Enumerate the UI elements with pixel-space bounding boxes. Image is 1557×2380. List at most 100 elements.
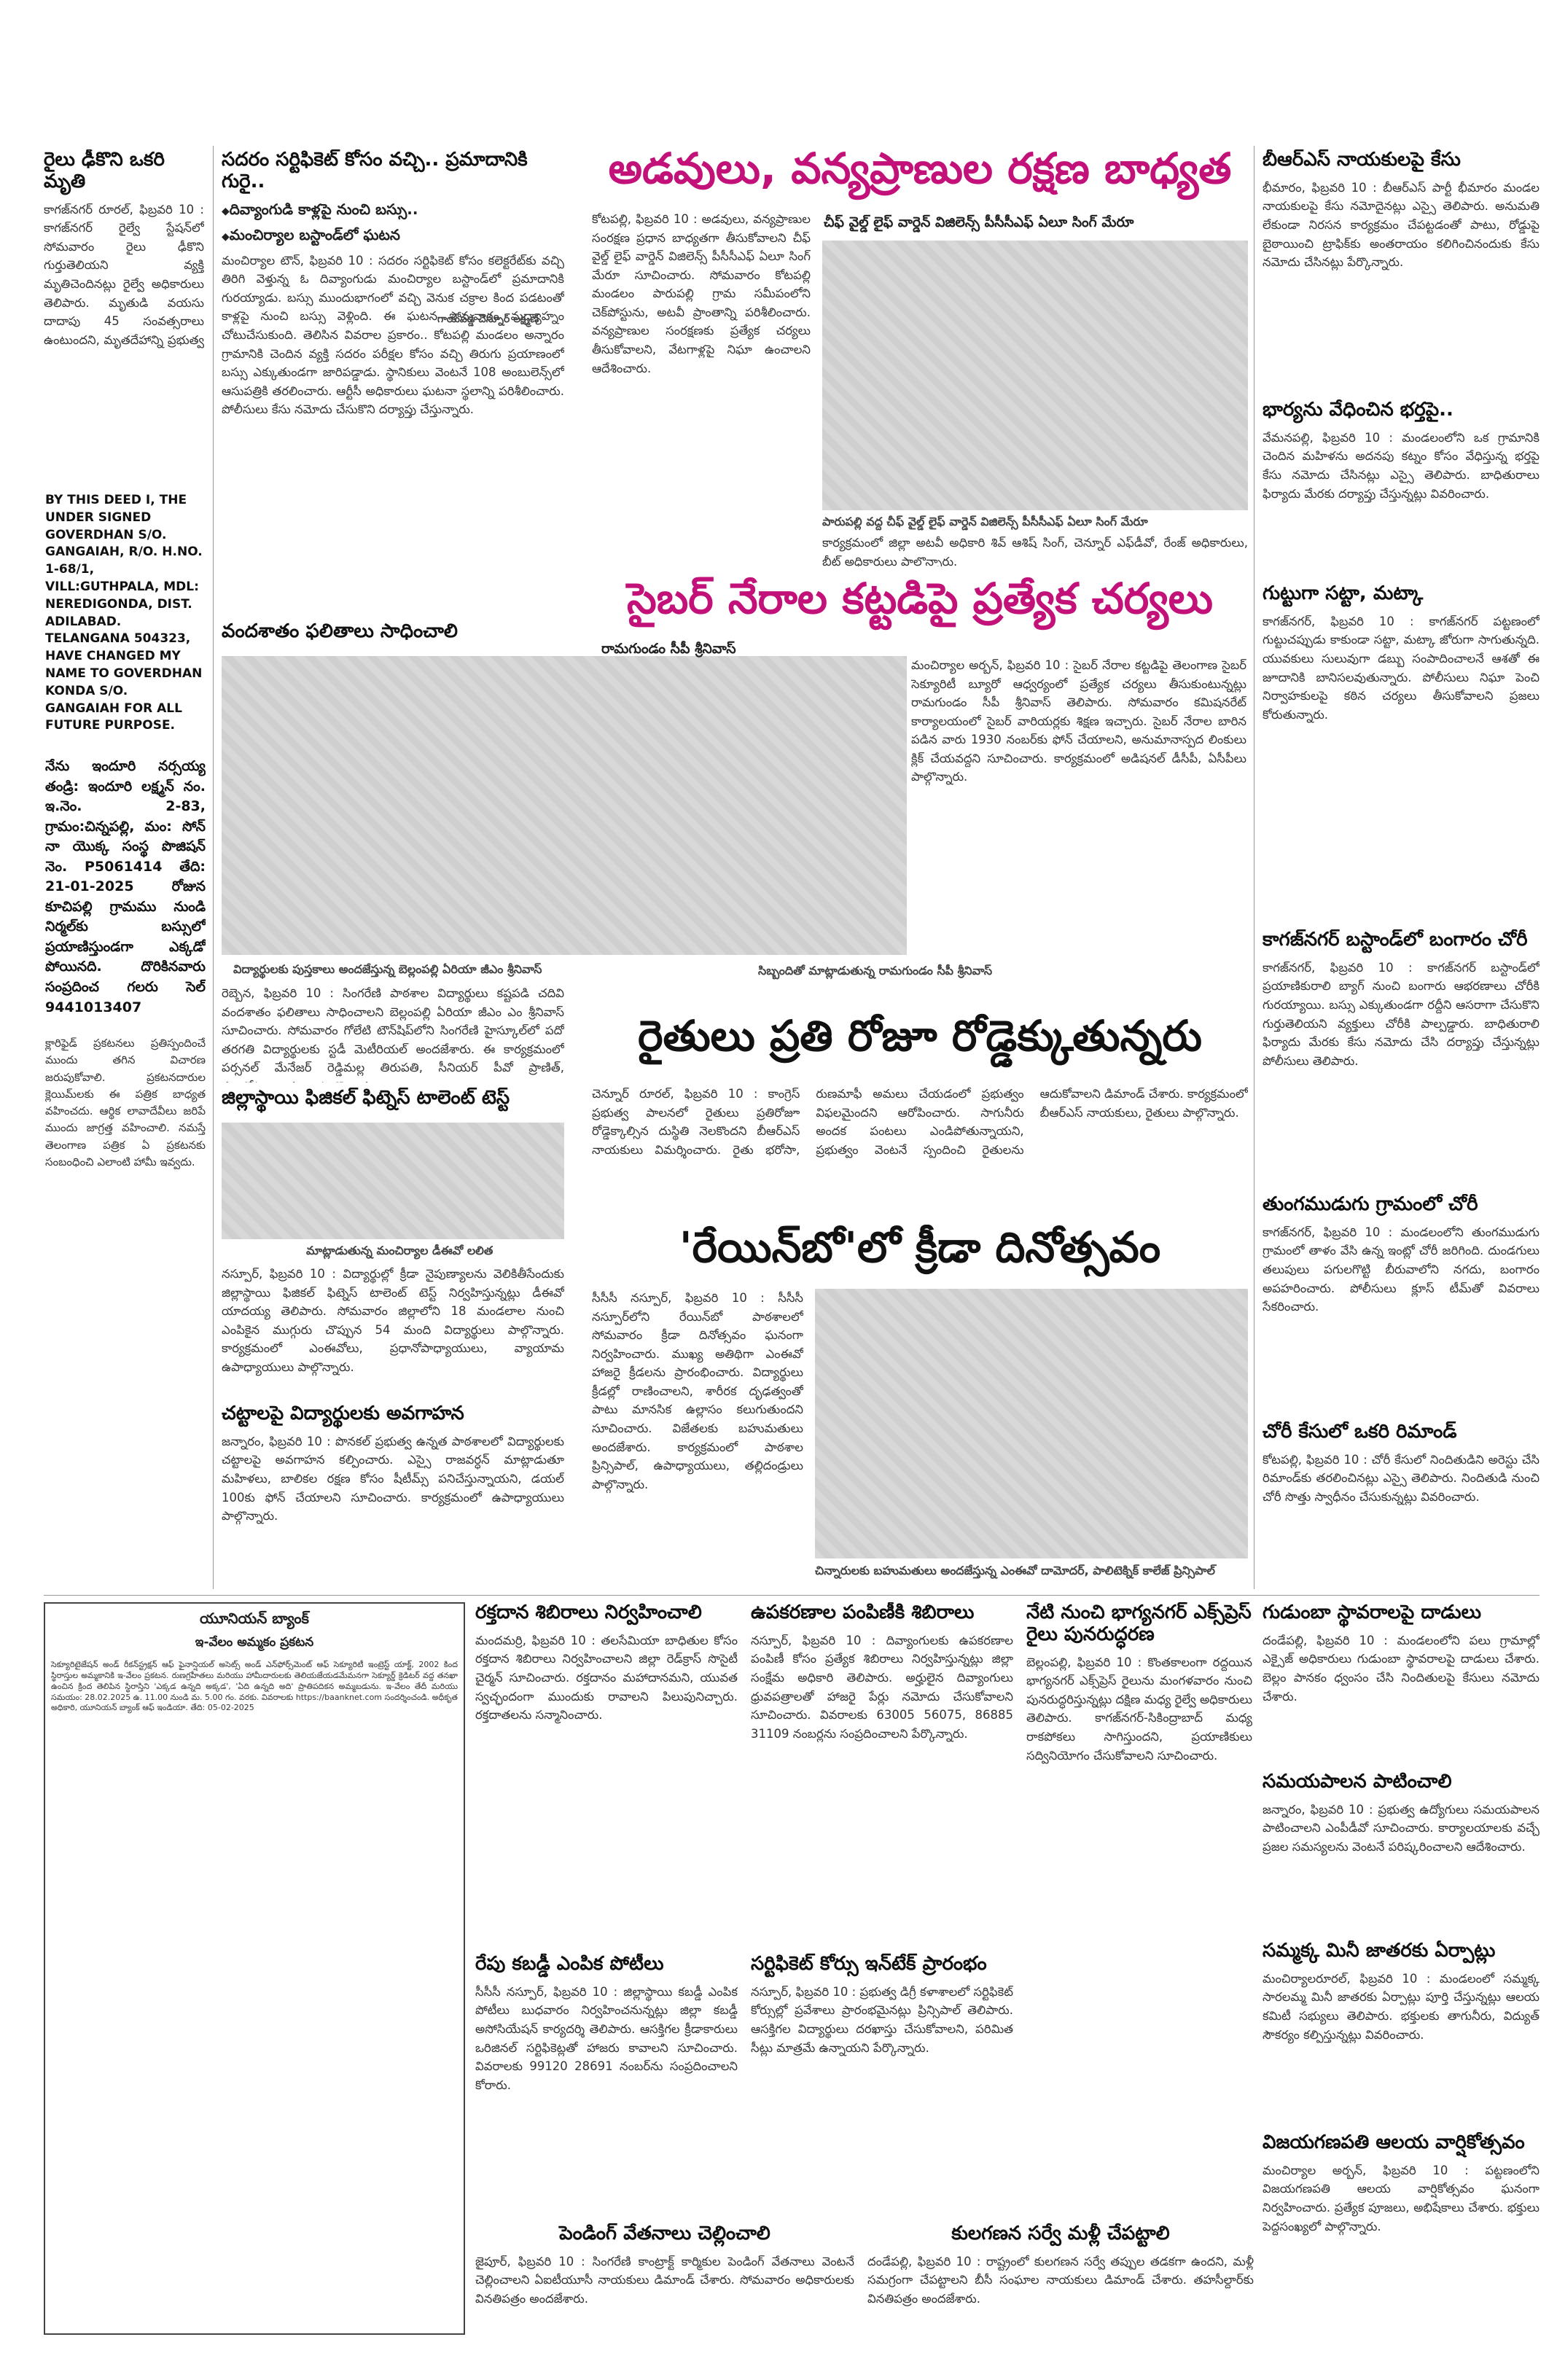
wildlife-body-2: కార్యక్రమంలో జిల్లా అటవీ అధికారి శివ్ ఆశ… bbox=[822, 534, 1248, 566]
village-theft-article: తుంగముడుగు గ్రామంలో చోరీ కాగజ్‌నగర్, ఫిబ… bbox=[1263, 1194, 1540, 1413]
kabaddi-article: రేపు కబడ్డీ ఎంపిక పోటీలు సీసీసీ నస్పూర్,… bbox=[475, 1954, 738, 2311]
article-body: సీసీసీ నస్పూర్, ఫిబ్రవరి 10 : జిల్లాస్థా… bbox=[475, 1984, 738, 2092]
headline: రక్తదాన శిబిరాలు నిర్వహించాలి bbox=[475, 1602, 702, 1623]
headline: భార్యను వేధించిన భర్తపై.. bbox=[1263, 399, 1453, 421]
article-body: కార్యక్రమంలో జిల్లా అటవీ అధికారి శివ్ ఆశ… bbox=[822, 536, 1248, 566]
article-body: కాగజ్‌నగర్, ఫిబ్రవరి 10 : కాగజ్‌నగర్ పట్… bbox=[1263, 614, 1540, 722]
satta-matka-article: గుట్టుగా సట్టా, మట్కా కాగజ్‌నగర్, ఫిబ్రవ… bbox=[1263, 583, 1540, 918]
article-body: కాగజ్‌నగర్ రూరల్, ఫిబ్రవరి 10 : కాగజ్‌నగ… bbox=[44, 202, 204, 354]
farmers-headline: రైతులు ప్రతి రోజూ రోడ్డెక్కుతున్నరు bbox=[592, 1013, 1248, 1072]
cyber-headline: సైబర్ నేరాల కట్టడిపై ప్రత్యేక చర్యలు bbox=[592, 576, 1248, 634]
headline: 'రేయిన్‌బో'లో క్రీడా దినోత్సవం bbox=[679, 1225, 1161, 1272]
article-body: జన్నారం, ఫిబ్రవరి 10 : పొనకల్ ప్రభుత్వ ఉ… bbox=[222, 1434, 564, 1523]
article-body: రెబ్బెన, ఫిబ్రవరి 10 : సింగరేణి పాఠశాల వ… bbox=[222, 986, 564, 1082]
train-restoration-article: నేటి నుంచి భాగ్యనగర్ ఎక్స్‌ప్రెస్ రైలు ప… bbox=[1026, 1602, 1252, 2309]
headline: పెండింగ్ వేతనాలు చెల్లించాలి bbox=[559, 2223, 770, 2244]
laws-awareness-article: చట్టాలపై విద్యార్థులకు అవగాహన జన్నారం, ఫ… bbox=[222, 1403, 564, 1589]
blood-donation-article: రక్తదాన శిబిరాలు నిర్వహించాలి మందమర్రి, … bbox=[475, 1602, 738, 1945]
photo-caption: పారుపల్లి వద్ద చీఫ్ వైల్డ్ లైఫ్ వార్డెన్… bbox=[822, 515, 1148, 528]
article-body: దండేపల్లి, ఫిబ్రవరి 10 : మండలంలోని పలు గ… bbox=[1263, 1633, 1540, 1704]
article-body: చెన్నూర్ రూరల్, ఫిబ్రవరి 10 : కాంగ్రెస్ … bbox=[592, 1087, 1248, 1157]
fitness-body: నస్పూర్, ఫిబ్రవరి 10 : విద్యార్థుల్లో క్… bbox=[222, 1265, 564, 1400]
photo-caption: సిబ్బందితో మాట్లాడుతున్న రామగుండం సీపీ శ… bbox=[758, 964, 993, 978]
brief-train-death: రైలు ఢీకొని ఒకరి మృతి కాగజ్‌నగర్ రూరల్, … bbox=[44, 149, 204, 354]
headline: కాగజ్‌నగర్ బస్టాండ్‌లో బంగారం చోరీ bbox=[1263, 929, 1528, 951]
article-body: కాగజ్‌నగర్, ఫిబ్రవరి 10 : కాగజ్‌నగర్ బస్… bbox=[1263, 960, 1540, 1068]
wildlife-photo bbox=[822, 241, 1248, 510]
bus-stand-theft-article: కాగజ్‌నగర్ బస్టాండ్‌లో బంగారం చోరీ కాగజ్… bbox=[1263, 929, 1540, 1185]
article-body: జైపూర్, ఫిబ్రవరి 10 : సింగరేణి కాంట్రాక్… bbox=[475, 2254, 854, 2306]
remand-article: చోరీ కేసులో ఒకరి రిమాండ్ కోటపల్లి, ఫిబ్ర… bbox=[1263, 1421, 1540, 1589]
union-bank-eauction-ad: యూనియన్ బ్యాంక్ ఇ-వేలం అమ్మకం ప్రకటన సెక… bbox=[44, 1602, 465, 2335]
deo-photo bbox=[222, 1123, 564, 1239]
brs-case-article: బీఆర్‌ఎస్ నాయకులపై కేసు భీమారం, ఫిబ్రవరి… bbox=[1263, 149, 1540, 390]
notice-text: నేను ఇందూరి నర్సయ్య తండ్రి: ఇందూరి లక్ష్… bbox=[45, 758, 206, 1012]
subheadline: చీఫ్ వైల్డ్ లైఫ్ వార్డెన్ విజిలెన్స్ పీస… bbox=[824, 214, 1134, 230]
headline: సమయపాలన పాటించాలి bbox=[1263, 1771, 1452, 1792]
photo-caption: గాయపడ్డ చెన్నూర్ లక్ష్మణ్ bbox=[437, 313, 539, 325]
bullet: దివ్యాంగుడి కాళ్లపై నుంచి బస్సు.. bbox=[222, 200, 564, 222]
headline: సమ్మక్క మినీ జాతరకు ఏర్పాట్లు bbox=[1263, 1940, 1496, 1962]
photo-caption: చిన్నారులకు బహుమతులు అందజేస్తున్న ఎంఈవో … bbox=[815, 1564, 1215, 1577]
cyber-body: మంచిర్యాల అర్బన్, ఫిబ్రవరి 10 : సైబర్ నే… bbox=[911, 656, 1246, 962]
wildlife-subhead: చీఫ్ వైల్డ్ లైఫ్ వార్డెన్ విజిలెన్స్ పీస… bbox=[824, 211, 1246, 233]
article-body: నస్పూర్, ఫిబ్రవరి 10 : విద్యార్థుల్లో క్… bbox=[222, 1267, 564, 1374]
rainbow-body: సీసీసీ నస్పూర్, ఫిబ్రవరి 10 : సీసీసీ నస్… bbox=[592, 1289, 803, 1588]
ad-subtitle: ఇ-వేలం అమ్మకం ప్రకటన bbox=[195, 1635, 314, 1650]
article-body: కాగజ్‌నగర్, ఫిబ్రవరి 10 : మండలంలోని తుంగ… bbox=[1263, 1225, 1540, 1314]
punctuality-article: సమయపాలన పాటించాలి జన్నారం, ఫిబ్రవరి 10 :… bbox=[1263, 1771, 1540, 1932]
lost-document-notice: నేను ఇందూరి నర్సయ్య తండ్రి: ఇందూరి లక్ష్… bbox=[45, 757, 206, 1012]
subheadline: రామగుండం సీపీ శ్రీనివాస్ bbox=[601, 641, 736, 657]
wildlife-body: కోటపల్లి, ఫిబ్రవరి 10 : అడవులు, వన్యప్రా… bbox=[592, 210, 811, 505]
headline: రేపు కబడ్డీ ఎంపిక పోటీలు bbox=[475, 1954, 664, 1975]
notice-text: BY THIS DEED I, THE UNDER SIGNED GOVERDH… bbox=[45, 493, 203, 733]
cyber-subhead: రామగుండం సీపీ శ్రీనివాస్ bbox=[601, 638, 893, 660]
headline: విజయగణపతి ఆలయ వార్షికోత్సవం bbox=[1263, 2132, 1525, 2153]
rainbow-headline: 'రేయిన్‌బో'లో క్రీడా దినోత్సవం bbox=[592, 1225, 1248, 1283]
article-body: నస్పూర్, ఫిబ్రవరి 10 : ప్రభుత్వ డిగ్రీ క… bbox=[751, 1984, 1013, 2055]
classified-disclaimer: క్లారిఫైడ్ ప్రకటనలు ప్రతిస్పందించే ముందు… bbox=[45, 1035, 206, 1283]
headline: బీఆర్‌ఎస్ నాయకులపై కేసు bbox=[1263, 149, 1461, 171]
fitness-test-article: జిల్లాస్థాయి ఫిజికల్ ఫిట్నెస్ టాలెంట్ టె… bbox=[222, 1088, 564, 1117]
headline: నేటి నుంచి భాగ్యనగర్ ఎక్స్‌ప్రెస్ రైలు ప… bbox=[1026, 1602, 1252, 1645]
farmers-body: చెన్నూర్ రూరల్, ఫిబ్రవరి 10 : కాంగ్రెస్ … bbox=[592, 1085, 1248, 1201]
disclaimer-text: క్లారిఫైడ్ ప్రకటనలు ప్రతిస్పందించే ముందు… bbox=[45, 1037, 206, 1168]
article-body: మంచిర్యాల అర్బన్, ఫిబ్రవరి 10 : సైబర్ నే… bbox=[911, 658, 1246, 784]
headline: గుట్టుగా సట్టా, మట్కా bbox=[1263, 583, 1424, 604]
caste-census-article: కులగణన సర్వే మళ్లీ చేపట్టాలి దండేపల్లి, … bbox=[867, 2223, 1254, 2318]
headline: సదరం సర్టిఫికెట్ కోసం వచ్చి.. ప్రమాదానిక… bbox=[222, 149, 528, 192]
photo-caption: విద్యార్థులకు పుస్తకాలు అందజేస్తున్న బెల… bbox=[233, 962, 542, 976]
sammakka-jatara-article: సమ్మక్క మినీ జాతరకు ఏర్పాట్లు మంచిర్యాలర… bbox=[1263, 1940, 1540, 2123]
headline: సర్టిఫికెట్ కోర్సు ఇన్‌టేక్ ప్రారంభం bbox=[751, 1954, 987, 1975]
bullet: మంచిర్యాల బస్టాండ్‌లో ఘటన bbox=[222, 226, 564, 247]
headline: తుంగముడుగు గ్రామంలో చోరీ bbox=[1263, 1194, 1478, 1215]
article-body: మందమర్రి, ఫిబ్రవరి 10 : తలసేమియా బాధితుల… bbox=[475, 1633, 738, 1722]
headline: చోరీ కేసులో ఒకరి రిమాండ్ bbox=[1263, 1421, 1457, 1443]
equipment-camps-article: ఉపకరణాల పంపిణీకి శిబిరాలు నస్పూర్, ఫిబ్ర… bbox=[751, 1602, 1013, 1945]
column-rule bbox=[213, 146, 214, 1589]
gudumba-raids-article: గుడుంబా స్థావరాలపై దాడులు దండేపల్లి, ఫిబ… bbox=[1263, 1602, 1540, 1763]
headline: చట్టాలపై విద్యార్థులకు అవగాహన bbox=[222, 1403, 464, 1424]
article-body: బెల్లంపల్లి, ఫిబ్రవరి 10 : కొంతకాలంగా రద… bbox=[1026, 1655, 1252, 1763]
article-body: మంచిర్యాలరూరల్, ఫిబ్రవరి 10 : మండలంలో సమ… bbox=[1263, 1971, 1540, 2042]
certificate-course-article: సర్టిఫికెట్ కోర్సు ఇన్‌టేక్ ప్రారంభం నస్… bbox=[751, 1954, 1013, 2311]
headline: వందశాతం ఫలితాలు సాధించాలి bbox=[222, 621, 458, 642]
temple-anniversary-article: విజయగణపతి ఆలయ వార్షికోత్సవం మంచిర్యాల అర… bbox=[1263, 2132, 1540, 2322]
article-body: సీసీసీ నస్పూర్, ఫిబ్రవరి 10 : సీసీసీ నస్… bbox=[592, 1291, 803, 1491]
article-body: జన్నారం, ఫిబ్రవరి 10 : ప్రభుత్వ ఉద్యోగుల… bbox=[1263, 1802, 1540, 1854]
article-body: మంచిర్యాల అర్బన్, ఫిబ్రవరి 10 : పట్టణంలో… bbox=[1263, 2163, 1540, 2233]
rainbow-photo bbox=[815, 1289, 1248, 1558]
results-article: వందశాతం ఫలితాలు సాధించాలి bbox=[222, 621, 564, 650]
headline: ఉపకరణాల పంపిణీకి శిబిరాలు bbox=[751, 1602, 975, 1623]
name-change-notice: BY THIS DEED I, THE UNDER SIGNED GOVERDH… bbox=[45, 492, 206, 733]
headline: జిల్లాస్థాయి ఫిజికల్ ఫిట్నెస్ టాలెంట్ టె… bbox=[222, 1088, 510, 1109]
headline: అడవులు, వన్యప్రాణుల రక్షణ బాధ్యత bbox=[608, 146, 1232, 193]
bank-name: యూనియన్ బ్యాంక్ bbox=[200, 1610, 309, 1627]
article-body: కోటపల్లి, ఫిబ్రవరి 10 : చోరీ కేసులో నింద… bbox=[1263, 1452, 1540, 1505]
photo-caption: మాట్లాడుతున్న మంచిర్యాల డీఈవో లలిత bbox=[306, 1244, 493, 1257]
article-body: భీమారం, ఫిబ్రవరి 10 : బీఆర్‌ఎస్ పార్టీ భ… bbox=[1263, 180, 1540, 270]
section-rule bbox=[44, 1595, 1540, 1596]
books-distribution-photo bbox=[222, 656, 907, 955]
harassment-article: భార్యను వేధించిన భర్తపై.. వేమనపల్లి, ఫిబ… bbox=[1263, 399, 1540, 574]
